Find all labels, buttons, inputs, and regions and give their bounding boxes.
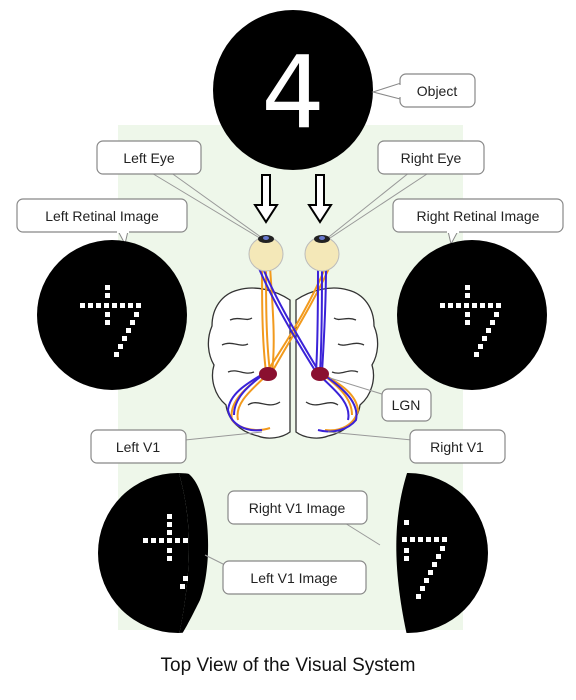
left-v1-image — [98, 473, 209, 633]
left-eye — [248, 235, 284, 272]
callout-right-retinal-image: Right Retinal Image — [392, 198, 564, 246]
lgn-left — [259, 367, 277, 381]
right-v1-label: Right V1 — [430, 439, 484, 455]
lgn-right — [311, 367, 329, 381]
right-retinal-image — [397, 240, 547, 390]
object-label: Object — [417, 83, 458, 99]
brain-outline — [207, 287, 379, 439]
callout-right-eye: Right Eye — [377, 140, 485, 175]
left-v1-image-label: Left V1 Image — [250, 570, 337, 586]
lgn-pointer — [329, 377, 386, 396]
right-eye-label: Right Eye — [401, 150, 462, 166]
figure-caption: Top View of the Visual System — [160, 655, 416, 676]
right-v1-pointer — [327, 431, 413, 441]
callout-left-retinal-image: Left Retinal Image — [16, 198, 188, 246]
callout-left-eye: Left Eye — [96, 140, 202, 175]
left-v1-pointer — [184, 431, 263, 441]
left-eye-pointer2 — [169, 171, 266, 241]
arrow-right — [307, 174, 333, 224]
left-retinal-image-label: Left Retinal Image — [45, 208, 159, 224]
callout-lgn: LGN — [381, 388, 432, 422]
left-eye-pointer — [149, 171, 264, 241]
left-eye-label: Left Eye — [123, 150, 175, 166]
callout-object: Object — [371, 73, 476, 108]
object-disc: 4 — [213, 10, 373, 170]
arrow-left — [253, 174, 279, 224]
right-retinal-image-label: Right Retinal Image — [417, 208, 540, 224]
right-eye — [304, 235, 340, 272]
right-v1-image-label: Right V1 Image — [249, 500, 346, 516]
object-glyph: 4 — [261, 34, 325, 151]
right-eye-pointer — [324, 171, 411, 241]
callout-right-v1-image: Right V1 Image — [227, 490, 381, 546]
callout-left-v1-image: Left V1 Image — [204, 554, 367, 595]
left-retinal-image — [37, 240, 187, 390]
left-v1-label: Left V1 — [116, 439, 161, 455]
right-eye-pointer2 — [326, 171, 431, 241]
callout-left-v1: Left V1 — [90, 429, 187, 464]
right-v1-image — [396, 473, 488, 633]
callout-right-v1: Right V1 — [409, 429, 506, 464]
lgn-label: LGN — [392, 397, 421, 413]
